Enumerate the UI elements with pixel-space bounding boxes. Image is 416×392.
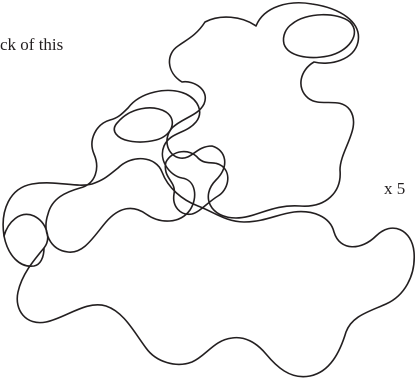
bottom-left-arm-outline [4,236,44,266]
top-blob-outline [167,3,359,218]
top-loop-outline [283,15,354,58]
left-blob-outline [46,90,200,252]
